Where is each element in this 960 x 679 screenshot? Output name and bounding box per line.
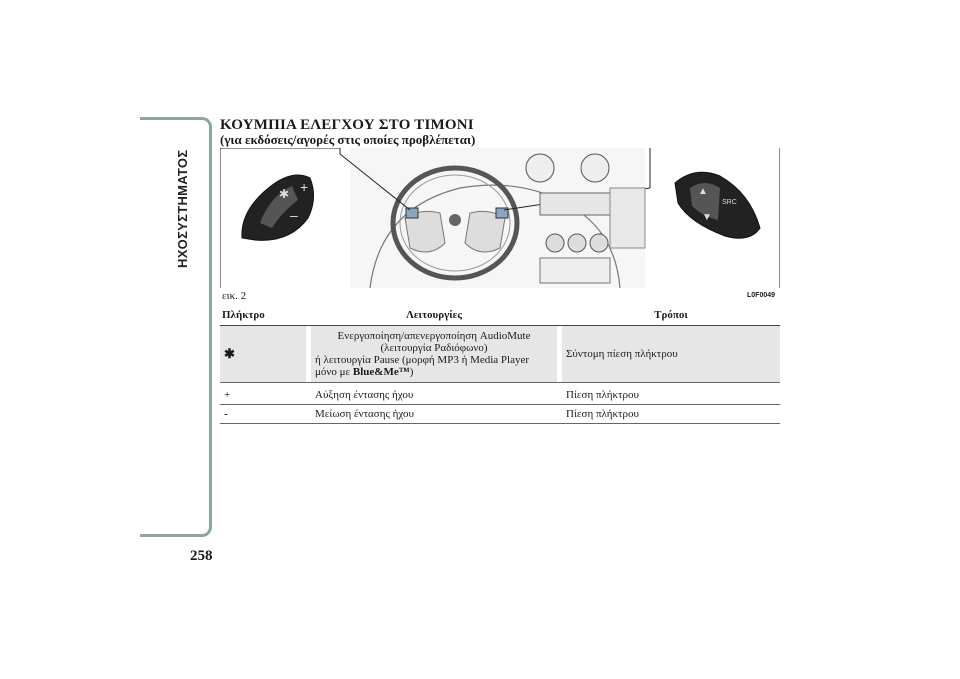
table-row: + Αύξηση έντασης ήχου Πίεση πλήκτρου [220,382,780,405]
key-cell: - [220,404,306,424]
mode-cell: Πίεση πλήκτρου [562,382,780,405]
mute-button-icon: ✱ [279,187,289,201]
figure-caption: εικ. 2 [222,290,247,302]
volume-up-glyph: + [300,179,308,195]
key-cell: ✱ [220,325,306,383]
src-label: SRC [722,199,737,206]
left-control-pod: ✱ + – [241,174,314,241]
function-line: μόνο με Blue&Me™) [315,366,414,378]
blue-me-label: Blue&Me™ [352,366,410,378]
mode-cell: Πίεση πλήκτρου [562,404,780,424]
mode-cell: Σύντομη πίεση πλήκτρου [562,325,780,383]
function-line: Ενεργοποίηση/απενεργοποίηση AudioMute [337,330,531,342]
header-key: Πλήκτρο [220,305,306,326]
table-row: - Μείωση έντασης ήχου Πίεση πλήκτρου [220,404,780,424]
page-number: 258 [190,548,213,564]
table-header-row: Πλήκτρο Λειτουργίες Τρόποι [220,305,780,326]
volume-down-glyph: – [290,207,298,223]
header-modes: Τρόποι [562,305,780,326]
table-row: ✱ Ενεργοποίηση/απενεργοποίηση AudioMute … [220,325,780,383]
mute-icon: ✱ [224,346,235,361]
controls-table: Πλήκτρο Λειτουργίες Τρόποι ✱ Ενεργοποίησ… [220,305,780,424]
function-cell: Μείωση έντασης ήχου [311,404,557,424]
dashboard-drawing [339,148,651,289]
function-line: (λειτουργία Ραδιόφωνο) [380,342,488,354]
page-subtitle: (για εκδόσεις/αγορές στις οποίες προβλέπ… [220,132,476,147]
steering-wheel-figure: ✱ + – ▲ ▼ SRC [219,147,781,289]
section-side-label: ΗΧΟΣΥΣΤΗΜΑΤΟΣ [175,149,190,268]
header-functions: Λειτουργίες [311,305,557,326]
figure-code: L0F0049 [747,292,776,299]
right-control-pod: ▲ ▼ SRC [674,171,761,239]
page-title: ΚΟΥΜΠΙΑ ΕΛΕΓΧΟΥ ΣΤΟ ΤΙΜΟΝΙ [220,117,474,133]
page-margin-frame [140,117,212,537]
up-arrow-icon: ▲ [698,186,708,197]
function-line: ή λειτουργία Pause (μορφή MP3 ή Media Pl… [315,354,530,366]
key-cell: + [220,382,306,405]
function-cell: Αύξηση έντασης ήχου [311,382,557,405]
left-inset-frame [220,147,341,154]
down-arrow-icon: ▼ [702,212,712,223]
steering-wheel-illustration: ✱ + – ▲ ▼ SRC [219,147,781,289]
function-cell: Ενεργοποίηση/απενεργοποίηση AudioMute (λ… [311,325,557,383]
